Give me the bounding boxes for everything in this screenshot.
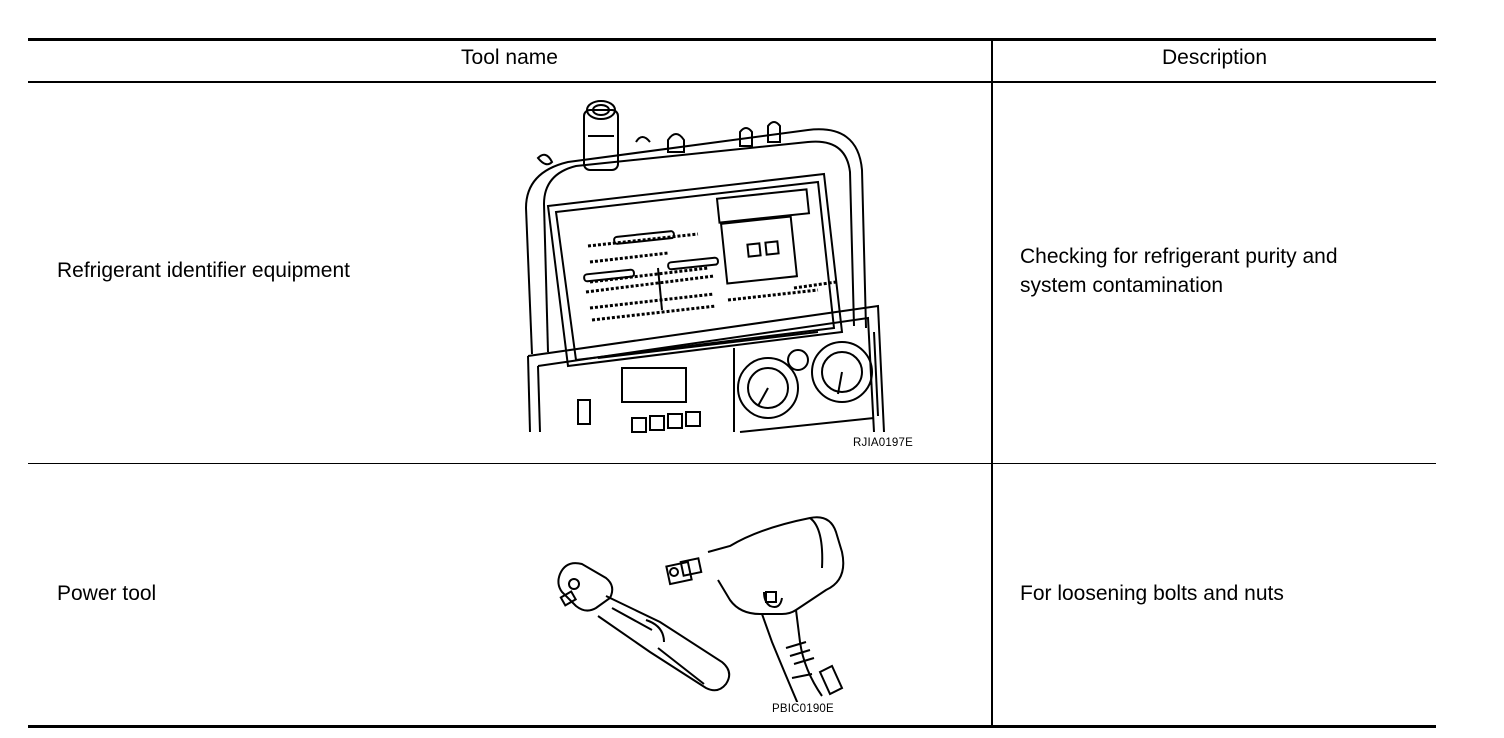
row-divider [28, 463, 1436, 464]
header-tool-name: Tool name [461, 46, 558, 69]
tool-name-refrigerant-identifier: Refrigerant identifier equipment [57, 259, 350, 282]
image-code-rjia0197e: RJIA0197E [853, 437, 913, 449]
table-bottom-rule [28, 725, 1436, 728]
description-refrigerant-line1: Checking for refrigerant purity and [1020, 245, 1338, 268]
column-divider [991, 40, 993, 727]
image-code-pbic0190e: PBIC0190E [772, 703, 834, 715]
tool-name-power-tool: Power tool [57, 582, 157, 605]
description-refrigerant-line2: system contamination [1020, 274, 1224, 297]
table-top-rule [28, 38, 1436, 41]
header-description: Description [1161, 46, 1268, 69]
description-power-tool: For loosening bolts and nuts [1020, 582, 1284, 605]
header-divider [28, 81, 1436, 83]
refrigerant-identifier-illustration-icon [525, 100, 885, 433]
power-tool-illustration-icon [557, 516, 845, 702]
